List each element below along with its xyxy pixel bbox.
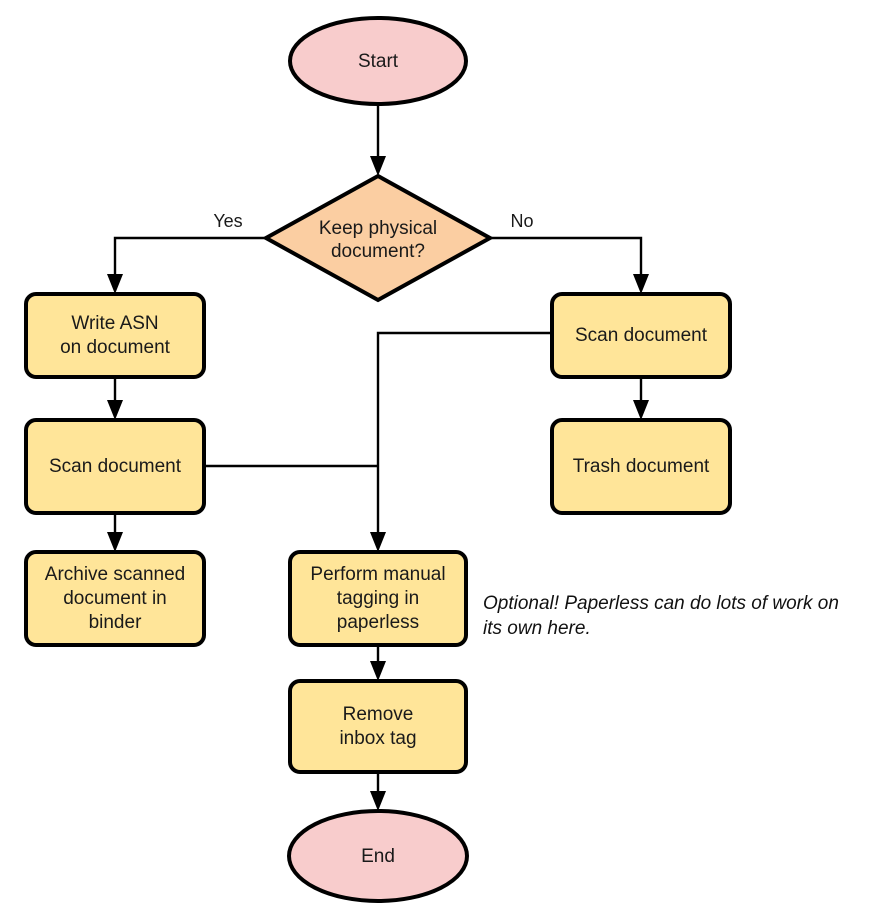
archive-label-line1: Archive scanned (45, 564, 185, 585)
tagging-label-line2: tagging in (337, 588, 419, 609)
decision-label-line2: document? (331, 241, 425, 262)
end-label: End (361, 846, 395, 867)
write-asn-label-line2: on document (60, 337, 171, 358)
tagging-box (288, 550, 468, 647)
archive-label-line2: document in (63, 588, 167, 609)
edge-write-asn-to-scan-left (107, 377, 123, 420)
tagging-label-line1: Perform manual (310, 564, 445, 585)
node-trash-document[interactable]: Trash document (550, 418, 732, 515)
edge-decision-no-to-scan-right (490, 236, 649, 294)
remove-inbox-tag-box (288, 679, 468, 774)
edge-decision-yes-to-write-asn (107, 236, 266, 294)
start-label: Start (358, 51, 399, 72)
write-asn-box (24, 292, 206, 379)
scan-document-left-label: Scan document (49, 456, 182, 477)
scan-document-right-label: Scan document (575, 325, 708, 346)
node-scan-document-left[interactable]: Scan document (24, 418, 206, 515)
decision-diamond (261, 173, 495, 303)
node-decision-keep-physical-document[interactable]: Keep physical document? (261, 173, 495, 303)
edge-scan-right-to-tagging (370, 331, 552, 552)
note-line1: Optional! Paperless can do lots of work … (483, 593, 839, 614)
trash-document-label: Trash document (573, 456, 710, 477)
edge-remove-inbox-to-end (370, 772, 386, 811)
node-start[interactable]: Start (288, 16, 468, 106)
remove-inbox-label-line2: inbox tag (339, 728, 416, 749)
decision-label-line1: Keep physical (319, 218, 437, 239)
scan-document-left-box (24, 418, 206, 515)
node-archive-scanned-document[interactable]: Archive scanned document in binder (24, 550, 206, 647)
edge-scan-right-to-trash (633, 377, 649, 420)
note-optional-paperless: Optional! Paperless can do lots of work … (483, 593, 839, 639)
tagging-label-line3: paperless (337, 612, 419, 633)
node-remove-inbox-tag[interactable]: Remove inbox tag (288, 679, 468, 774)
edge-tagging-to-remove-inbox (370, 645, 386, 681)
edge-label-no: No (510, 211, 533, 231)
scan-document-right-box (550, 292, 732, 379)
end-ellipse (287, 809, 469, 903)
node-write-asn[interactable]: Write ASN on document (24, 292, 206, 379)
node-end[interactable]: End (287, 809, 469, 903)
edge-start-to-decision (370, 104, 386, 176)
trash-document-box (550, 418, 732, 515)
edge-label-yes: Yes (213, 211, 242, 231)
start-ellipse (288, 16, 468, 106)
note-line2: its own here. (483, 618, 591, 639)
archive-label-line3: binder (89, 612, 142, 633)
node-scan-document-right[interactable]: Scan document (550, 292, 732, 379)
archive-box (24, 550, 206, 647)
remove-inbox-label-line1: Remove (343, 704, 414, 725)
write-asn-label-line1: Write ASN (71, 313, 158, 334)
edge-scan-left-to-archive (107, 513, 123, 552)
node-perform-manual-tagging[interactable]: Perform manual tagging in paperless (288, 550, 468, 647)
